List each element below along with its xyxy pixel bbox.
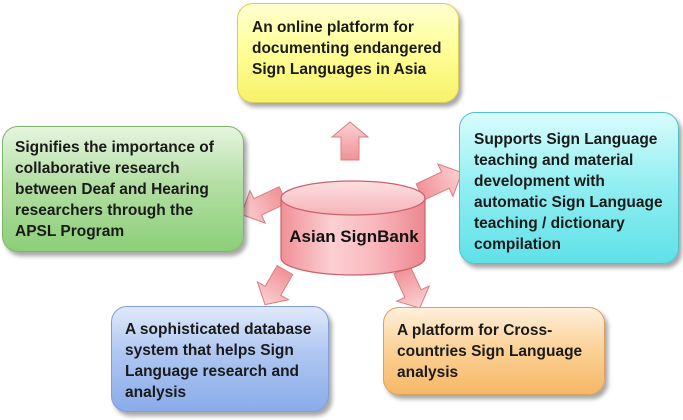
box-teaching-support: Supports Sign Language teaching and mate…	[459, 112, 679, 264]
arrow-left	[240, 186, 288, 225]
box-collaborative-research: Signifies the importance of collaborativ…	[2, 126, 244, 252]
box-cross-country-platform: A platform for Cross- countries Sign Lan…	[383, 307, 605, 395]
arrow-up	[330, 121, 370, 161]
database-cylinder	[280, 180, 426, 276]
box-database-system: A sophisticated database system that hel…	[111, 306, 329, 412]
center-label: Asian SignBank	[289, 227, 419, 246]
arrow-down-right	[393, 265, 431, 309]
box-online-platform: An online platform for documenting endan…	[237, 3, 459, 103]
arrow-right	[415, 162, 463, 201]
arrow-down-left	[256, 264, 294, 306]
